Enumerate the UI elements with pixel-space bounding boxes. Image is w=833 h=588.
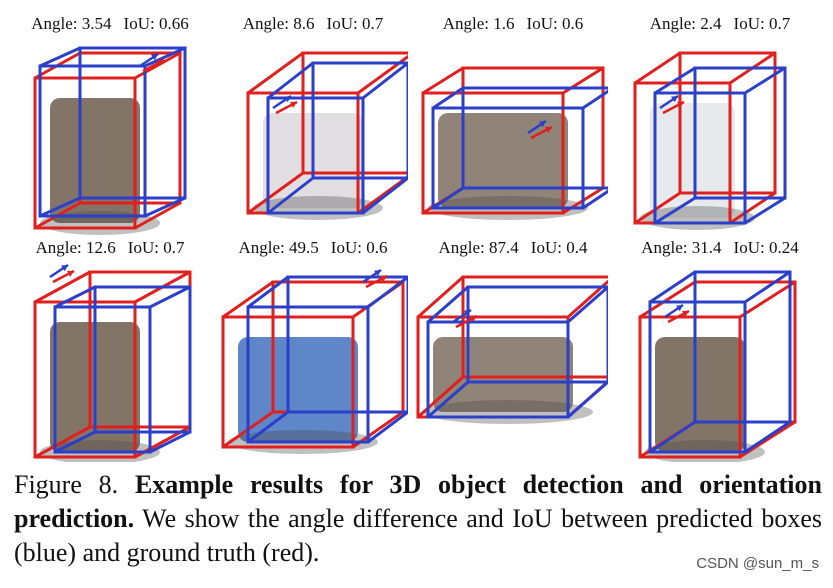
ground-truth-orientation-arrow xyxy=(455,314,478,329)
detection-render xyxy=(638,270,797,462)
ground-truth-orientation-arrow xyxy=(275,100,298,115)
detection-render xyxy=(416,275,608,424)
iou-label: IoU: 0.7 xyxy=(127,238,185,257)
detection-render xyxy=(246,51,408,220)
panel-label: Angle: 8.6 IoU: 0.7 xyxy=(213,14,413,34)
ground-truth-orientation-arrow xyxy=(662,100,685,115)
panel-label: Angle: 31.4 IoU: 0.24 xyxy=(620,238,820,258)
ground-truth-orientation-arrow xyxy=(530,125,553,140)
predicted-orientation-arrow xyxy=(139,52,159,68)
predicted-orientation-arrow xyxy=(452,308,472,324)
angle-label: Angle: 3.54 xyxy=(31,14,112,33)
predicted-orientation-arrow xyxy=(664,303,684,319)
predicted-orientation-arrow xyxy=(527,119,547,135)
result-panel: Angle: 8.6 IoU: 0.7 xyxy=(213,14,413,239)
result-panel: Angle: 31.4 IoU: 0.24 xyxy=(620,238,820,463)
caption-body: We show the angle difference and IoU bet… xyxy=(14,504,822,567)
predicted-box xyxy=(246,275,408,444)
panel-label: Angle: 49.5 IoU: 0.6 xyxy=(213,238,413,258)
angle-label: Angle: 87.4 xyxy=(438,238,519,257)
ground-truth-orientation-arrow xyxy=(667,309,690,324)
detection-render xyxy=(633,51,787,230)
predicted-box xyxy=(653,66,787,225)
iou-label: IoU: 0.24 xyxy=(733,238,799,257)
ground-truth-orientation-arrow xyxy=(365,274,388,289)
object-silhouette xyxy=(40,322,160,462)
predicted-box xyxy=(431,86,608,210)
detection-render xyxy=(421,66,608,220)
iou-label: IoU: 0.7 xyxy=(733,14,791,33)
predicted-orientation-arrow xyxy=(659,94,679,110)
watermark: CSDN @sun_m_s xyxy=(696,555,819,572)
detection-render xyxy=(33,46,187,235)
angle-label: Angle: 2.4 xyxy=(649,14,722,33)
object-silhouette xyxy=(640,103,755,230)
panel-label: Angle: 3.54 IoU: 0.66 xyxy=(10,14,210,34)
caption-prefix: Figure 8. xyxy=(14,470,135,499)
predicted-box xyxy=(648,270,792,454)
predicted-box xyxy=(38,46,187,218)
predicted-box xyxy=(53,285,192,454)
ground-truth-box xyxy=(33,270,192,459)
predicted-orientation-arrow xyxy=(49,263,69,279)
angle-label: Angle: 8.6 xyxy=(242,14,315,33)
figure-caption: Figure 8. Example results for 3D object … xyxy=(14,468,822,570)
ground-truth-orientation-arrow xyxy=(52,269,75,284)
panel-label: Angle: 2.4 IoU: 0.7 xyxy=(620,14,820,34)
ground-truth-orientation-arrow xyxy=(142,58,165,73)
predicted-box xyxy=(426,285,608,419)
object-silhouette xyxy=(228,337,378,454)
iou-label: IoU: 0.66 xyxy=(123,14,189,33)
panel-label: Angle: 12.6 IoU: 0.7 xyxy=(10,238,210,258)
angle-label: Angle: 12.6 xyxy=(35,238,116,257)
angle-label: Angle: 31.4 xyxy=(641,238,722,257)
result-panel: Angle: 49.5 IoU: 0.6 xyxy=(213,238,413,463)
result-panel: Angle: 2.4 IoU: 0.7 xyxy=(620,14,820,239)
predicted-orientation-arrow xyxy=(272,94,292,110)
detection-render xyxy=(221,268,408,454)
result-panel: Angle: 1.6 IoU: 0.6 xyxy=(413,14,613,239)
detection-render xyxy=(33,263,192,462)
iou-label: IoU: 0.4 xyxy=(530,238,588,257)
result-panel: Angle: 87.4 IoU: 0.4 xyxy=(413,238,613,463)
predicted-box xyxy=(266,61,408,215)
angle-label: Angle: 49.5 xyxy=(238,238,319,257)
result-panel: Angle: 3.54 IoU: 0.66 xyxy=(10,14,210,239)
caption-bold: Example results for 3D object detection … xyxy=(14,470,822,533)
panel-label: Angle: 1.6 IoU: 0.6 xyxy=(413,14,613,34)
iou-label: IoU: 0.6 xyxy=(330,238,388,257)
angle-label: Angle: 1.6 xyxy=(442,14,515,33)
panel-label: Angle: 87.4 IoU: 0.4 xyxy=(413,238,613,258)
iou-label: IoU: 0.6 xyxy=(526,14,584,33)
predicted-orientation-arrow xyxy=(362,268,382,284)
iou-label: IoU: 0.7 xyxy=(326,14,384,33)
result-panel: Angle: 12.6 IoU: 0.7 xyxy=(10,238,210,463)
